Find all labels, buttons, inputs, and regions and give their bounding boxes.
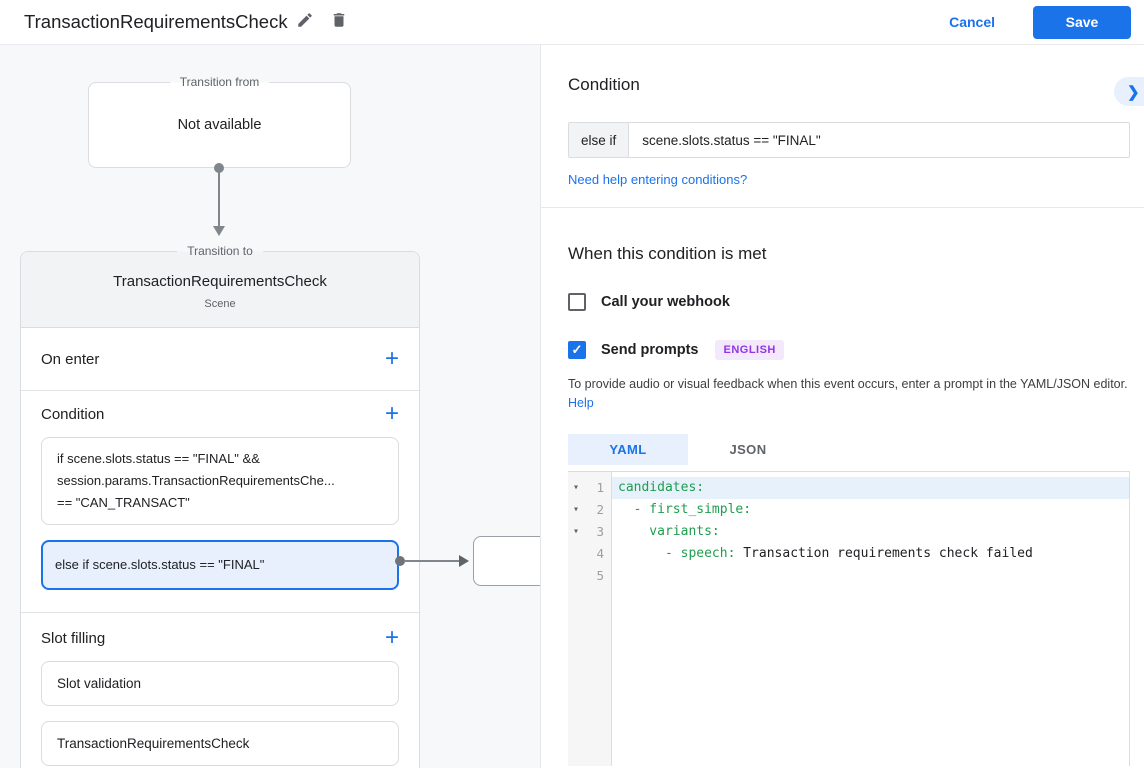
gutter-row: 5 bbox=[568, 565, 611, 587]
yaml-key: - speech: bbox=[618, 546, 736, 561]
condition-elseif-text: else if scene.slots.status == "FINAL" bbox=[55, 557, 265, 572]
send-prompts-row: ✓ Send prompts ENGLISH bbox=[568, 340, 1130, 360]
delete-scene-button[interactable] bbox=[322, 5, 356, 39]
transition-to-scene-card: Transition to TransactionRequirementsChe… bbox=[20, 243, 420, 768]
prompts-description: To provide audio or visual feedback when… bbox=[568, 375, 1130, 413]
connector-arrowhead-icon bbox=[213, 226, 225, 236]
slot-filling-label: Slot filling bbox=[41, 629, 106, 647]
send-prompts-label[interactable]: Send prompts bbox=[601, 342, 699, 358]
add-slot-icon[interactable]: + bbox=[384, 624, 399, 651]
scene-flow-canvas: Transition from Not available Transition… bbox=[0, 45, 540, 768]
condition-expression-field: else if bbox=[568, 122, 1130, 158]
connector-dot bbox=[214, 163, 224, 173]
prompts-description-text: To provide audio or visual feedback when… bbox=[568, 377, 1128, 391]
collapse-panel-button[interactable]: ❯ bbox=[1114, 77, 1144, 106]
scene-card-header[interactable]: TransactionRequirementsCheck Scene bbox=[21, 252, 419, 328]
yaml-code-editor[interactable]: ▾ 1 ▾ 2 ▾ 3 4 5 candidates: - first_sim bbox=[568, 471, 1130, 766]
chevron-right-icon: ❯ bbox=[1127, 83, 1140, 101]
gutter-row: 4 bbox=[568, 543, 611, 565]
code-line[interactable]: variants: bbox=[612, 521, 1129, 543]
language-badge: ENGLISH bbox=[715, 340, 784, 360]
editor-code-area[interactable]: candidates: - first_simple: variants: - … bbox=[612, 472, 1129, 766]
condition-section-head: Condition + bbox=[21, 391, 419, 437]
line-number: 2 bbox=[596, 502, 604, 517]
elseif-connector-dot bbox=[395, 556, 405, 566]
call-webhook-checkbox[interactable] bbox=[568, 293, 586, 311]
code-line[interactable]: - speech: Transaction requirements check… bbox=[612, 543, 1129, 565]
transition-to-legend: Transition to bbox=[177, 243, 263, 260]
when-condition-met-heading: When this condition is met bbox=[568, 244, 767, 263]
code-line[interactable]: - first_simple: bbox=[612, 499, 1129, 521]
on-enter-label: On enter bbox=[41, 350, 100, 368]
top-bar: TransactionRequirementsCheck Cancel Save bbox=[0, 0, 1144, 45]
gutter-row: ▾ 2 bbox=[568, 499, 611, 521]
editor-gutter: ▾ 1 ▾ 2 ▾ 3 4 5 bbox=[568, 472, 612, 766]
transition-from-legend: Transition from bbox=[169, 74, 270, 91]
condition-detail-panel: ❯ Condition else if Need help entering c… bbox=[540, 45, 1144, 768]
line-number: 1 bbox=[596, 480, 604, 495]
gutter-row: ▾ 1 bbox=[568, 477, 611, 499]
line-number: 5 bbox=[596, 568, 604, 583]
condition-expression-input[interactable] bbox=[629, 123, 1129, 157]
condition-prefix-label: else if bbox=[569, 123, 630, 157]
add-on-enter-icon[interactable]: + bbox=[384, 345, 399, 372]
yaml-key: - first_simple: bbox=[618, 502, 752, 517]
condition-if-line2: session.params.TransactionRequirementsCh… bbox=[57, 473, 335, 488]
condition-if-line1: if scene.slots.status == "FINAL" && bbox=[57, 451, 260, 466]
add-condition-icon[interactable]: + bbox=[384, 400, 399, 427]
yaml-key: variants: bbox=[618, 524, 720, 539]
call-webhook-row: Call your webhook bbox=[568, 293, 1130, 311]
tab-yaml[interactable]: YAML bbox=[568, 434, 688, 465]
trash-icon bbox=[330, 11, 348, 34]
code-line[interactable]: candidates: bbox=[612, 477, 1129, 499]
condition-item-if[interactable]: if scene.slots.status == "FINAL" && sess… bbox=[41, 437, 399, 525]
editor-format-tabs: YAML JSON bbox=[568, 434, 1130, 465]
pencil-icon bbox=[296, 11, 314, 34]
transition-from-node: Transition from Not available bbox=[88, 74, 351, 168]
call-webhook-label[interactable]: Call your webhook bbox=[601, 294, 730, 310]
code-line[interactable] bbox=[612, 565, 1129, 587]
line-number: 3 bbox=[596, 524, 604, 539]
elseif-connector-arrowhead-icon bbox=[459, 555, 469, 567]
condition-if-line3: == "CAN_TRANSACT" bbox=[57, 495, 190, 510]
scene-name: TransactionRequirementsCheck bbox=[113, 273, 327, 290]
gutter-row: ▾ 3 bbox=[568, 521, 611, 543]
yaml-key: candidates: bbox=[618, 480, 705, 495]
yaml-value: Transaction requirements check failed bbox=[735, 546, 1033, 561]
scene-type-label: Scene bbox=[204, 298, 236, 310]
line-number: 4 bbox=[596, 546, 604, 561]
elseif-target-node[interactable] bbox=[473, 536, 540, 586]
condition-section-label: Condition bbox=[41, 405, 105, 423]
fold-toggle-icon[interactable]: ▾ bbox=[572, 526, 580, 537]
slot-filling-section-head: Slot filling + bbox=[21, 615, 419, 661]
elseif-connector-line bbox=[405, 560, 460, 562]
slot-item-validation[interactable]: Slot validation bbox=[41, 661, 399, 706]
fold-toggle-icon[interactable]: ▾ bbox=[572, 482, 580, 493]
checkmark-icon: ✓ bbox=[571, 342, 583, 357]
save-button[interactable]: Save bbox=[1033, 5, 1131, 39]
transition-from-content: Not available bbox=[177, 117, 262, 133]
condition-item-elseif-selected[interactable]: else if scene.slots.status == "FINAL" bbox=[41, 540, 399, 590]
fold-toggle-icon[interactable]: ▾ bbox=[572, 504, 580, 515]
panel-heading: Condition bbox=[568, 75, 640, 94]
edit-title-button[interactable] bbox=[288, 5, 322, 39]
slot-item-transaction-check[interactable]: TransactionRequirementsCheck bbox=[41, 721, 399, 766]
prompts-help-link[interactable]: Help bbox=[568, 396, 594, 410]
cancel-button[interactable]: Cancel bbox=[949, 14, 995, 30]
on-enter-section: On enter + bbox=[21, 328, 419, 390]
page-title: TransactionRequirementsCheck bbox=[24, 11, 288, 32]
panel-divider bbox=[541, 207, 1144, 208]
conditions-help-link[interactable]: Need help entering conditions? bbox=[568, 172, 748, 187]
connector-line bbox=[218, 171, 220, 227]
send-prompts-checkbox[interactable]: ✓ bbox=[568, 341, 586, 359]
tab-json[interactable]: JSON bbox=[729, 442, 767, 457]
